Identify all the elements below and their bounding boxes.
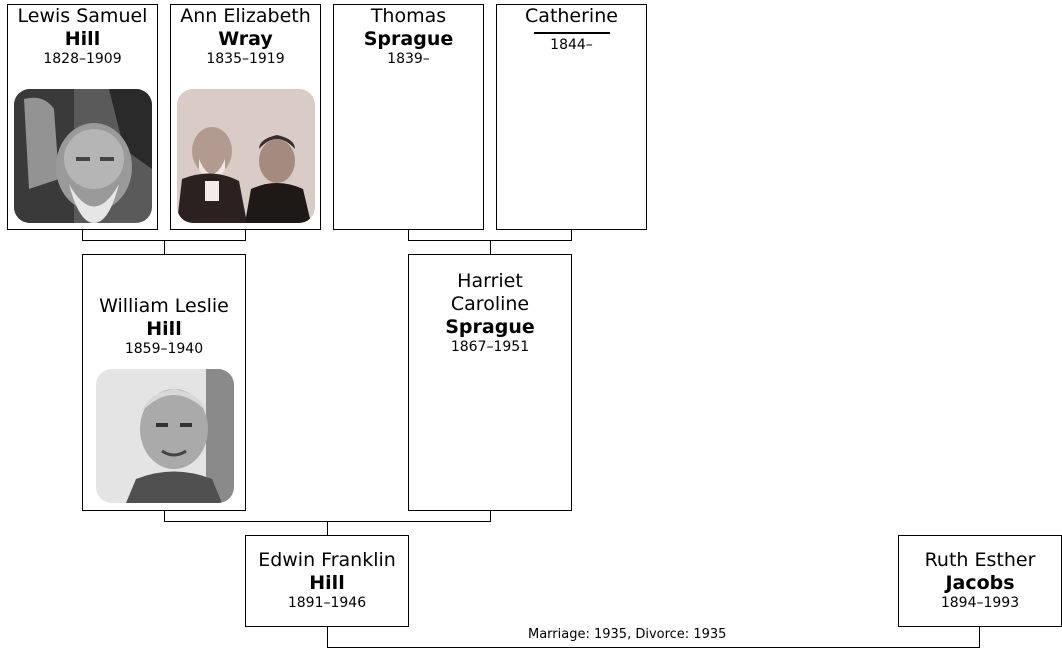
surname: Sprague <box>445 316 535 338</box>
surname: Hill <box>309 572 345 594</box>
connector-lewis-down <box>82 229 83 241</box>
life-years: 1859–1940 <box>124 341 204 357</box>
person-card-ruth-esther-jacobs[interactable]: Ruth Esther Jacobs 1894–1993 <box>898 535 1062 627</box>
connector-ruth-down <box>979 626 980 648</box>
person-card-harriet-caroline-sprague[interactable]: Harriet Caroline Sprague 1867–1951 <box>408 254 572 511</box>
connector-to-harriet <box>490 240 491 255</box>
surname: Wray <box>218 28 273 50</box>
given-name: Catherine <box>525 5 618 27</box>
marriage-label: Marriage: 1935, Divorce: 1935 <box>528 627 727 642</box>
life-years: 1894–1993 <box>940 595 1020 611</box>
connector-william-down <box>164 510 165 522</box>
portrait-photo <box>177 89 315 223</box>
portrait-photo <box>14 89 152 223</box>
given-name: Harriet Caroline <box>450 270 530 315</box>
given-name: William Leslie <box>99 295 229 317</box>
connector-harriet-down <box>490 510 491 522</box>
portrait-photo <box>96 369 234 503</box>
unknown-surname-line <box>533 32 610 34</box>
surname: Jacobs <box>945 572 1015 594</box>
connector-to-william <box>164 240 165 255</box>
person-card-catherine[interactable]: Catherine 1844– <box>496 4 647 230</box>
given-name: Ruth Esther <box>924 549 1036 571</box>
surname: Sprague <box>363 28 454 50</box>
life-years: 1828–1909 <box>43 51 122 67</box>
connector-ann-down <box>245 229 246 241</box>
person-card-edwin-franklin-hill[interactable]: Edwin Franklin Hill 1891–1946 <box>245 535 409 627</box>
connector-thomas-down <box>408 229 409 241</box>
life-years: 1835–1919 <box>206 51 285 67</box>
person-card-thomas-sprague[interactable]: Thomas Sprague 1839– <box>333 4 484 230</box>
person-card-william-leslie-hill[interactable]: William Leslie Hill 1859–1940 <box>82 254 246 511</box>
given-name: Edwin Franklin <box>258 549 396 571</box>
person-card-lewis-samuel-hill[interactable]: Lewis Samuel Hill 1828–1909 <box>7 4 158 230</box>
given-name: Ann Elizabeth <box>180 5 311 27</box>
connector-to-edwin <box>327 521 328 536</box>
given-name: Thomas <box>370 5 447 27</box>
surname: Hill <box>146 318 182 340</box>
person-card-ann-elizabeth-wray[interactable]: Ann Elizabeth Wray 1835–1919 <box>170 4 321 230</box>
connector-catherine-down <box>571 229 572 241</box>
surname: Hill <box>64 28 101 50</box>
given-name: Lewis Samuel <box>17 5 148 27</box>
life-years: 1867–1951 <box>450 339 530 355</box>
life-years: 1839– <box>387 51 430 67</box>
connector-edwin-down <box>327 626 328 648</box>
connector-marriage-horizontal <box>327 647 980 648</box>
life-years: 1844– <box>550 37 593 53</box>
life-years: 1891–1946 <box>287 595 367 611</box>
